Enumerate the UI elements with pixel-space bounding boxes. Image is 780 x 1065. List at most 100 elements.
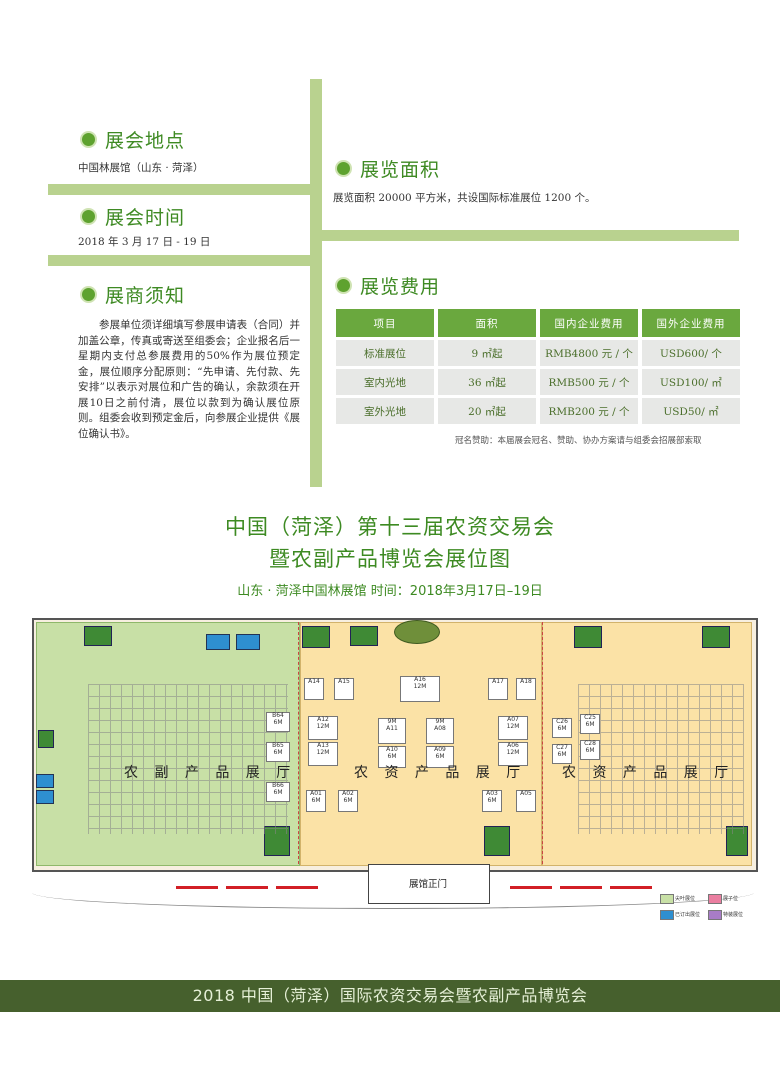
floorplan-subtitle: 山东 · 菏泽中国林展馆 时间：2018年3月17日–19日: [237, 584, 543, 599]
area-section: 展览面积: [335, 155, 440, 182]
booth-label: A15: [338, 678, 350, 685]
booth-label: A13: [317, 742, 329, 749]
notice-heading: 展商须知: [105, 285, 186, 307]
footer-text: 2018 中国（菏泽）国际农资交易会暨农副产品博览会: [192, 986, 588, 1005]
booked-block: [36, 774, 54, 788]
zone-separator: [298, 622, 299, 864]
booked-block: [236, 634, 260, 650]
footer-bar: 2018 中国（菏泽）国际农资交易会暨农副产品博览会: [0, 980, 780, 1012]
green-block: [84, 626, 112, 646]
zone-separator: [542, 622, 543, 864]
legend-label: 已订出展位: [675, 912, 701, 918]
booth-label: A12: [317, 716, 329, 723]
fee-col-header: 国内企业费用: [540, 309, 638, 337]
booth-label: A16: [414, 676, 426, 683]
dates-section: 展会时间: [80, 203, 185, 230]
fee-cell: USD100/ ㎡: [642, 369, 740, 395]
venue-heading: 展会地点: [105, 130, 186, 152]
sponsor-note: 冠名赞助：本届展会冠名、赞助、协办方案请与组委会招展部索取: [455, 436, 702, 446]
booth-size: 9M: [387, 718, 397, 725]
venue-section: 展会地点: [80, 126, 185, 153]
legend-label: 尖叶展位: [675, 896, 696, 902]
fee-cell: USD600/ 个: [642, 340, 740, 366]
area-text: 展览面积 20000 平方米，共设国际标准展位 1200 个。: [333, 192, 596, 204]
booth-a15[interactable]: A15: [334, 678, 354, 700]
divider-line: [48, 184, 316, 195]
divider-line: [316, 230, 739, 241]
divider-line: [310, 79, 322, 487]
divider-line: [48, 255, 316, 266]
booth-label: A07: [507, 716, 519, 723]
booth-label: A08: [434, 724, 446, 732]
fee-cell: 9 ㎡起: [438, 340, 536, 366]
booked-block: [36, 790, 54, 804]
booth-label: C26: [556, 718, 568, 725]
green-block: [484, 826, 510, 856]
booth-label: A17: [492, 678, 504, 685]
tree-icon: [394, 620, 440, 644]
booth-size: 6M: [487, 796, 497, 804]
green-block: [574, 626, 602, 648]
booth-size: 6M: [387, 752, 397, 760]
legend-swatch: [660, 894, 674, 904]
booth-size: 6M: [435, 752, 445, 760]
fee-cell: 室外光地: [336, 398, 434, 424]
hall-label-right: 农 资 产 品 展 厅: [562, 765, 735, 781]
booth-size: 6M: [343, 796, 353, 804]
booth-size: 9M: [435, 718, 445, 725]
legend-label: 特装展位: [723, 912, 744, 918]
booth-label: A18: [520, 678, 532, 685]
green-block: [350, 626, 378, 646]
booth-label: C28: [584, 740, 596, 747]
bullet-icon: [80, 131, 97, 148]
booth-a05[interactable]: A05: [516, 790, 536, 812]
fees-section: 展览费用: [335, 272, 440, 299]
booth-label: A09: [434, 746, 446, 753]
booth-label: C25: [584, 714, 596, 721]
fee-cell: RMB4800 元 / 个: [540, 340, 638, 366]
booth-a17[interactable]: A17: [488, 678, 508, 700]
booth-size: 6M: [585, 746, 595, 754]
booth-size: 6M: [273, 748, 283, 756]
booth-a18[interactable]: A18: [516, 678, 536, 700]
fee-table: 项目 面积 国内企业费用 国外企业费用 标准展位 9 ㎡起 RMB4800 元 …: [332, 306, 744, 427]
fee-cell: USD50/ ㎡: [642, 398, 740, 424]
fee-cell: 20 ㎡起: [438, 398, 536, 424]
dates-text: 2018 年 3 月 17 日 - 19 日: [78, 236, 211, 248]
booth-grid-right: [578, 684, 744, 834]
booth-size: 12M: [413, 682, 427, 690]
booth-label: A11: [386, 724, 398, 732]
booth-a14[interactable]: A14: [304, 678, 324, 700]
booth-size: 6M: [273, 718, 283, 726]
fee-cell: 标准展位: [336, 340, 434, 366]
booth-label: B64: [272, 712, 284, 719]
dates-heading: 展会时间: [105, 207, 186, 229]
booth-size: 6M: [585, 720, 595, 728]
booth-label: A10: [386, 746, 398, 753]
fee-row: 室外光地 20 ㎡起 RMB200 元 / 个 USD50/ ㎡: [336, 398, 740, 424]
booth-label: B65: [272, 742, 284, 749]
green-block: [38, 730, 54, 748]
booth-label: A01: [310, 790, 322, 797]
bullet-icon: [80, 208, 97, 225]
